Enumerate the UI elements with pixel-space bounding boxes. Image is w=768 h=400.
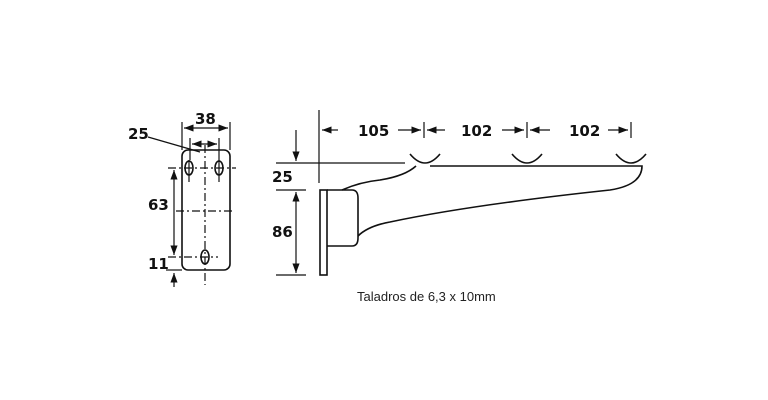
mounting-plate: [181, 149, 231, 271]
dim-label-105: 105: [358, 122, 389, 140]
front-view: 38 25 63 11: [128, 110, 236, 287]
dim-label-86: 86: [272, 223, 293, 241]
dim-label-25-top: 25: [272, 168, 293, 186]
caption: Taladros de 6,3 x 10mm: [357, 289, 496, 304]
cup-1: [409, 153, 441, 164]
dim-label-11: 11: [148, 255, 169, 273]
dim-label-102-b: 102: [569, 122, 600, 140]
cup-2: [511, 153, 543, 164]
hole-bottom: [200, 249, 210, 265]
dim-label-63: 63: [148, 196, 169, 214]
dim-label-102-a: 102: [461, 122, 492, 140]
side-view: 25 86 105 102 102: [272, 110, 647, 276]
arm: [341, 165, 643, 237]
wall-plate: [319, 189, 328, 276]
mount-block: [327, 189, 359, 247]
cup-3: [615, 153, 647, 164]
dim-label-25-inner: 25: [128, 125, 149, 143]
dim-label-38: 38: [195, 110, 216, 128]
